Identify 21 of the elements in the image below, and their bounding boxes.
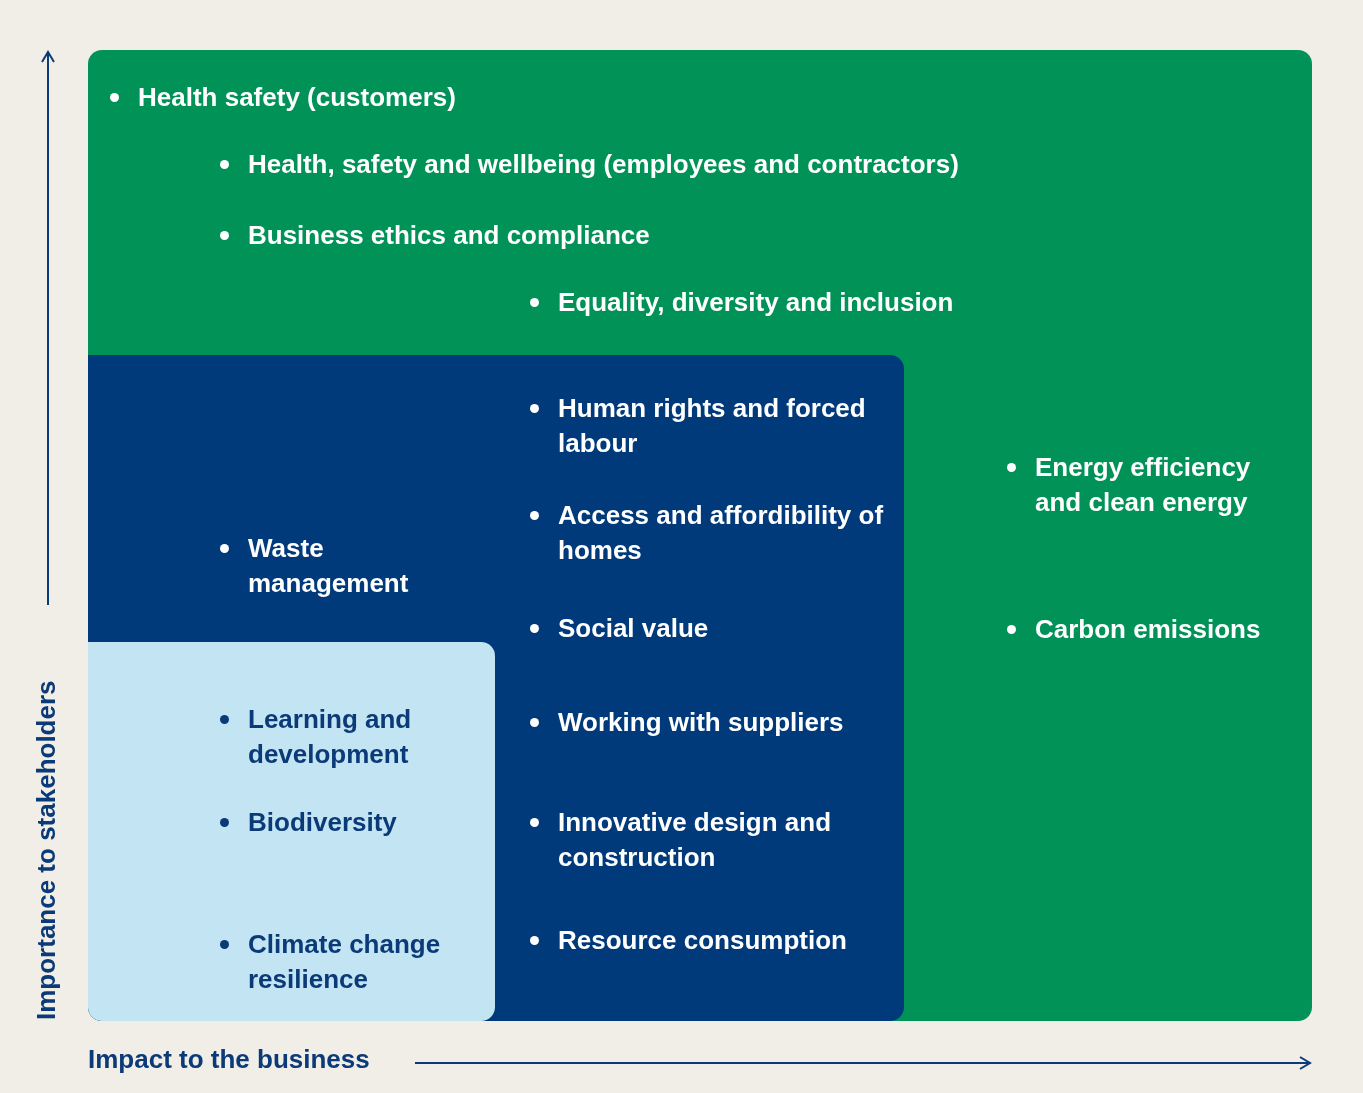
bullet-item: Human rights and forced labour (528, 391, 868, 461)
axis-label: Importance to stakeholders (31, 680, 62, 1020)
bullet-item: Social value (528, 611, 709, 646)
bullet-item: Business ethics and compliance (218, 218, 650, 253)
quadrant-panel (88, 50, 1312, 1021)
axis-label: Impact to the business (88, 1044, 370, 1075)
quadrant-panel (88, 642, 495, 1021)
bullet-item: Energy efficiency and clean energy (1005, 450, 1295, 520)
bullet-item: Working with suppliers (528, 705, 844, 740)
bullet-item: Health, safety and wellbeing (employees and contractors) (218, 147, 959, 182)
bullet-item: Biodiversity (218, 805, 397, 840)
bullet-item: Innovative design and construction (528, 805, 858, 875)
bullet-item: Climate change resilience (218, 927, 493, 997)
bullet-item: Waste management (218, 531, 468, 601)
bullet-item: Equality, diversity and inclusion (528, 285, 954, 320)
bullet-item: Access and affordibility of homes (528, 498, 898, 568)
bullet-item: Carbon emissions (1005, 612, 1295, 647)
bullet-item: Health safety (customers) (108, 80, 456, 115)
quadrant-panel (88, 355, 904, 1021)
bullet-item: Learning and development (218, 702, 478, 772)
bullet-item: Resource consumption (528, 923, 847, 958)
